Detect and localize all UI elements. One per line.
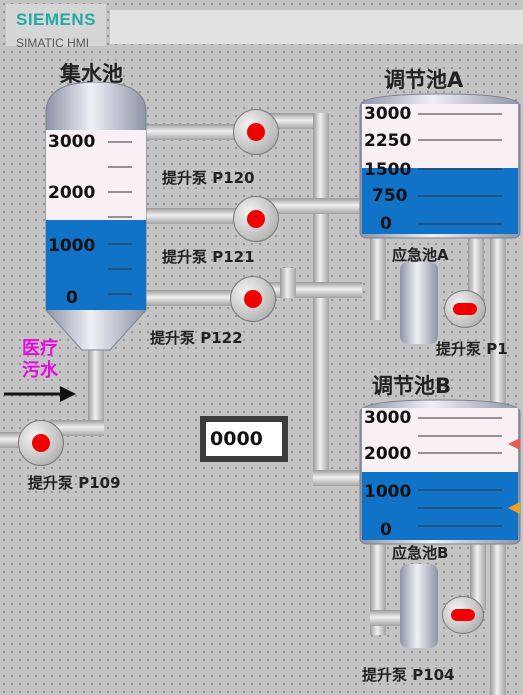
inflow-arrow-icon [4, 386, 76, 402]
collection-scale-0: 0 [66, 288, 78, 308]
collection-scale-3000: 3000 [48, 132, 96, 152]
value-display-text: 0000 [206, 422, 282, 456]
pump-p104-label: 提升泵 P104 [362, 666, 455, 684]
pump-p109-label: 提升泵 P109 [28, 474, 121, 492]
emergency-tank-b [400, 564, 438, 648]
pump-status-indicator [247, 123, 265, 141]
pump-p122[interactable] [230, 276, 276, 322]
value-display[interactable]: 0000 [200, 416, 288, 462]
tank-a-scale-750: 750 [372, 186, 408, 206]
product-name: SIMATIC HMI [16, 36, 90, 50]
tank-a-water [362, 168, 518, 234]
brand-name: SIEMENS [16, 10, 97, 29]
pipe-p122-out [262, 282, 362, 298]
pump-p120[interactable] [233, 109, 279, 155]
pump-tank-a-out[interactable] [444, 290, 486, 328]
pump-p121[interactable] [233, 196, 279, 242]
pipe-to-p122 [145, 290, 245, 306]
collection-tank-water [46, 220, 146, 310]
pipe-p109-in [0, 432, 20, 448]
pump-p122-label: 提升泵 P122 [150, 329, 243, 347]
pipe-to-p109 [50, 420, 104, 436]
brand-logo: SIEMENS SIMATIC HMI [6, 4, 106, 50]
pump-status-indicator [244, 290, 262, 308]
inflow-label-line2: 污水 [22, 360, 58, 381]
tank-a-scale-1500: 1500 [364, 160, 412, 180]
header-bar: SIEMENS SIMATIC HMI [0, 0, 523, 50]
tank-a-scale-0: 0 [380, 214, 392, 234]
pump-status-indicator [451, 609, 475, 621]
pipe-tank-a-out [468, 235, 484, 305]
pump-p109[interactable] [18, 420, 64, 466]
tank-b [359, 399, 521, 545]
tank-b-title-cn: 调节池 [372, 374, 435, 398]
pipe-stub [280, 268, 296, 298]
header-strip [110, 10, 523, 44]
tank-b-high-alarm-marker [508, 438, 520, 450]
pump-p104[interactable] [442, 596, 484, 634]
pipe-main-vertical [313, 113, 329, 483]
pump-p1-label: 提升泵 P1 [436, 340, 508, 358]
tank-b-low-alarm-marker [508, 502, 520, 514]
pump-status-indicator [453, 303, 477, 315]
emergency-tank-a [400, 262, 438, 344]
tank-b-scale-3000: 3000 [364, 408, 412, 428]
tank-b-scale-1000: 1000 [364, 482, 412, 502]
tank-a-scale-3000: 3000 [364, 104, 412, 124]
tank-b-title: 调节池B [372, 370, 451, 400]
inflow-label-line1: 医疗 [22, 338, 58, 359]
collection-tank [45, 82, 147, 351]
tank-a-scale-2250: 2250 [364, 131, 412, 151]
pump-status-indicator [32, 434, 50, 452]
pipe-tank-b-out [470, 540, 486, 610]
pipe-tank-outlet [88, 350, 104, 435]
tank-b-water [362, 472, 518, 540]
emergency-a-label: 应急池A [392, 246, 449, 264]
tank-a [359, 93, 521, 239]
tank-a-title-letter: A [447, 68, 464, 92]
collection-scale-1000: 1000 [48, 236, 96, 256]
collection-scale-2000: 2000 [48, 183, 96, 203]
pump-p121-label: 提升泵 P121 [162, 248, 255, 266]
pipe-to-p121 [145, 208, 245, 224]
pipe-tank-a-emergency [370, 235, 386, 320]
pipe-to-p120 [145, 124, 245, 140]
pipe-to-tank-b [313, 470, 373, 486]
tank-b-scale-0: 0 [380, 520, 392, 540]
tank-a-title: 调节池A [384, 64, 463, 94]
tank-b-title-letter: B [435, 374, 452, 398]
pipe-p121-out [262, 198, 362, 214]
pump-p120-label: 提升泵 P120 [162, 169, 255, 187]
tank-b-scale-2000: 2000 [364, 444, 412, 464]
tank-a-title-cn: 调节池 [384, 68, 447, 92]
emergency-b-label: 应急池B [392, 544, 449, 562]
pump-status-indicator [247, 210, 265, 228]
inflow-label: 医疗 污水 [22, 338, 58, 382]
